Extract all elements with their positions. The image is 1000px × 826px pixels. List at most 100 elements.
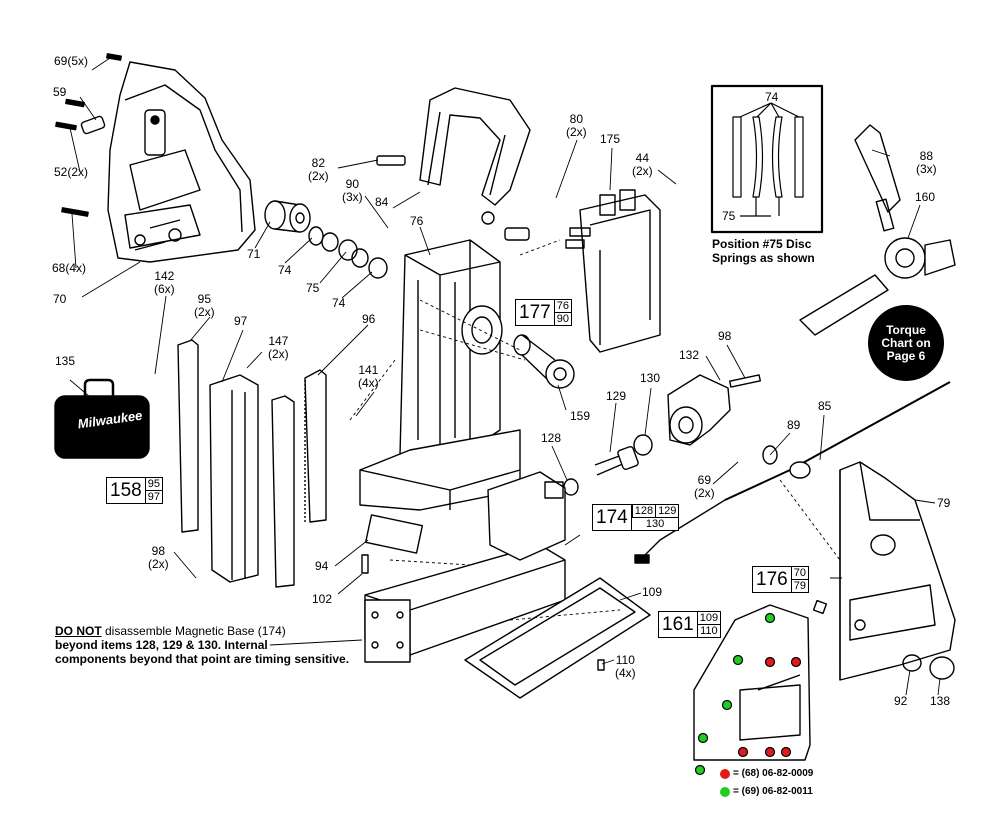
part-label-96: 96 <box>362 312 376 326</box>
part-label-141: 141 (4x) <box>358 363 379 390</box>
part-label-74b: 74 <box>332 296 346 310</box>
part-label-68: 68(4x) <box>52 261 87 275</box>
part-label-76: 76 <box>410 214 424 228</box>
torque-line: Chart on <box>881 335 931 350</box>
inset-caption: Position #75 Disc Springs as shown <box>712 237 815 265</box>
screw-dots <box>694 612 802 776</box>
inset-caption-line: Position #75 Disc <box>712 237 812 251</box>
inset-caption-line: Springs as shown <box>712 251 815 265</box>
legend-text: = (68) 06-82-0009 <box>733 768 814 779</box>
inset-label-75: 75 <box>722 209 736 223</box>
disc-spring-inset-box <box>710 84 824 234</box>
kit-item: 128 <box>631 505 656 518</box>
disc-springs <box>732 102 804 217</box>
note-emphasis: DO NOT <box>55 624 102 638</box>
spacer-parts <box>264 200 388 279</box>
kit-number: 158 <box>107 478 146 503</box>
rail-parts <box>177 339 327 588</box>
kit-number: 176 <box>753 567 792 592</box>
part-label-128: 128 <box>541 431 562 445</box>
part-label-132: 132 <box>679 348 700 362</box>
note-text: beyond items 128, 129 & 130. Internal <box>55 638 268 652</box>
part-label-84: 84 <box>375 195 389 209</box>
kit-item: 109 <box>699 612 719 624</box>
part-label-138: 138 <box>930 694 951 708</box>
red-dot-icon <box>720 768 730 779</box>
cable-part <box>634 381 951 564</box>
part-label-175: 175 <box>600 132 621 146</box>
shaft-parts <box>563 434 653 496</box>
note-text: disassemble Magnetic Base (174) <box>101 624 286 638</box>
base-plate-part <box>464 577 651 699</box>
part-label-85: 85 <box>818 399 832 413</box>
part-label-88: 88 (3x) <box>916 149 937 176</box>
kit-item: 97 <box>145 490 162 503</box>
kit-item: 70 <box>793 567 806 579</box>
kit-number: 177 <box>516 300 555 325</box>
part-label-89: 89 <box>787 418 801 432</box>
spin-handle-parts <box>799 124 956 336</box>
part-label-160: 160 <box>915 190 936 204</box>
part-label-80: 80 (2x) <box>566 112 587 139</box>
kit-item: 95 <box>147 478 160 490</box>
kit-item: 110 <box>697 624 721 637</box>
kit-item: 90 <box>554 312 571 325</box>
torque-line: Torque <box>886 322 926 337</box>
inset-plate-part <box>693 604 811 761</box>
side-frame-part <box>107 61 256 263</box>
tool-case-part <box>54 378 150 459</box>
kit-number: 174 <box>593 505 632 530</box>
green-dot-icon <box>720 786 730 797</box>
kit-item: 130 <box>645 518 665 530</box>
part-label-98: 98 <box>718 329 732 343</box>
disassembly-warning-note: DO NOT disassemble Magnetic Base (174) b… <box>55 624 365 666</box>
torque-line: Page 6 <box>886 348 926 363</box>
part-label-71: 71 <box>247 247 261 261</box>
part-label-130: 130 <box>640 371 661 385</box>
part-label-69: 69(5x) <box>54 54 89 68</box>
part-label-135: 135 <box>55 354 76 368</box>
handle-part <box>376 87 531 241</box>
part-label-82: 82 (2x) <box>308 156 329 183</box>
legend-green: = (69) 06-82-0011 <box>720 786 813 797</box>
part-label-98b: 98 (2x) <box>148 544 169 571</box>
part-label-109: 109 <box>642 585 663 599</box>
part-label-44: 44 (2x) <box>632 151 653 178</box>
kit-item: 79 <box>791 579 808 592</box>
part-label-75: 75 <box>306 281 320 295</box>
part-label-159: 159 <box>570 409 591 423</box>
pinion-part <box>513 334 575 389</box>
side-plate-part <box>812 461 956 681</box>
kit-item: 76 <box>556 300 569 312</box>
bolt-parts <box>55 53 122 217</box>
part-label-90: 90 (3x) <box>342 177 363 204</box>
legend-red: = (68) 06-82-0009 <box>720 768 813 779</box>
part-label-110: 110 (4x) <box>615 653 636 680</box>
part-label-97: 97 <box>234 314 248 328</box>
note-text: components beyond that point are timing … <box>55 652 350 666</box>
part-label-129: 129 <box>606 389 627 403</box>
kit-item: 129 <box>655 505 679 518</box>
part-label-74a: 74 <box>278 263 292 277</box>
part-label-94: 94 <box>315 559 329 573</box>
inset-label-74: 74 <box>765 90 779 104</box>
part-label-70: 70 <box>53 292 67 306</box>
part-label-102: 102 <box>312 592 333 606</box>
circuit-board-part <box>565 189 661 353</box>
part-label-147: 147 (2x) <box>268 334 289 361</box>
part-label-142: 142 (6x) <box>154 269 175 296</box>
column-part <box>359 239 521 511</box>
part-label-79: 79 <box>937 496 951 510</box>
legend-text: = (69) 06-82-0011 <box>733 786 813 797</box>
part-label-95: 95 (2x) <box>194 292 215 319</box>
leader-lines <box>69 57 941 696</box>
part-label-92: 92 <box>894 694 908 708</box>
